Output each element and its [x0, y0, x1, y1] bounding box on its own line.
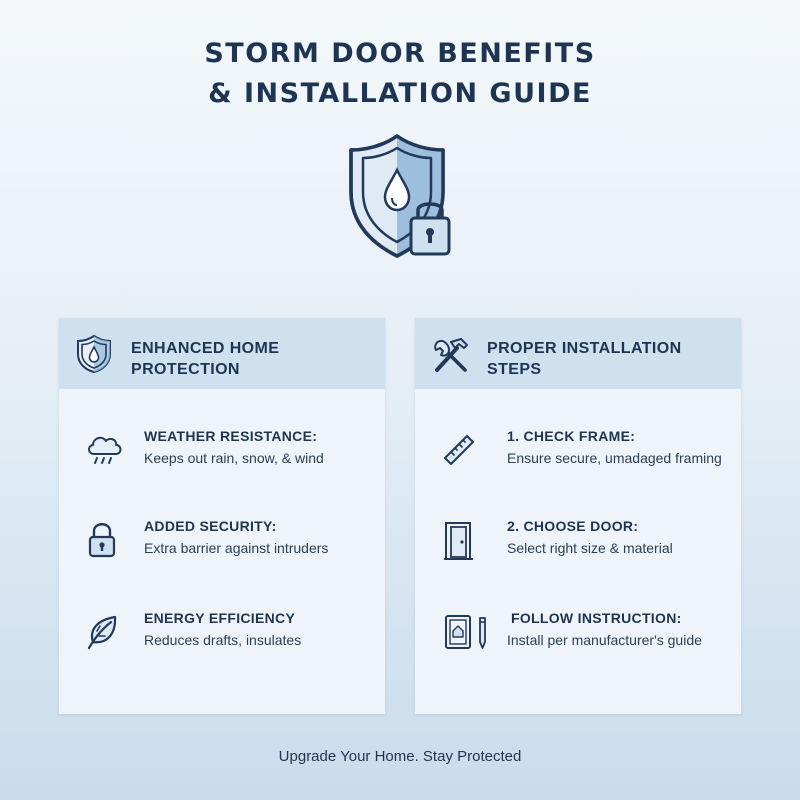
- installation-card: PROPER INSTALLATION STEPS 1. CHECK FRAME…: [415, 318, 741, 714]
- manual-pencil-icon: [443, 612, 493, 650]
- benefits-card: ENHANCED HOME PROTECTION WEATHER RESISTA…: [59, 318, 385, 714]
- installation-heading: PROPER INSTALLATION STEPS: [487, 338, 682, 380]
- benefit-desc: Extra barrier against intruders: [144, 540, 329, 556]
- installation-heading-line-1: PROPER INSTALLATION: [487, 340, 682, 357]
- footer-tagline: Upgrade Your Home. Stay Protected: [278, 748, 522, 765]
- door-icon: [443, 520, 477, 560]
- install-step-title: 1. CHECK FRAME:: [507, 428, 636, 444]
- benefits-heading-line-2: PROTECTION: [131, 361, 240, 378]
- benefit-title: WEATHER RESISTANCE:: [144, 428, 318, 444]
- rain-cloud-icon: [85, 430, 122, 468]
- benefits-card-header: ENHANCED HOME PROTECTION: [59, 318, 385, 389]
- shield-drop-icon: [75, 334, 113, 374]
- installation-heading-line-2: STEPS: [487, 361, 542, 378]
- install-step-desc: Ensure secure, umadaged framing: [507, 450, 722, 466]
- install-step-door: 2. CHOOSE DOOR: Select right size & mate…: [415, 518, 741, 578]
- install-step-desc: Select right size & material: [507, 540, 673, 556]
- padlock-icon: [85, 520, 119, 558]
- installation-card-header: PROPER INSTALLATION STEPS: [415, 318, 741, 389]
- benefit-item-security: ADDED SECURITY: Extra barrier against in…: [59, 518, 385, 578]
- ruler-icon: [441, 430, 475, 468]
- benefit-desc: Reduces drafts, insulates: [144, 632, 302, 648]
- benefit-title: ENERGY EFFICIENCY: [144, 610, 296, 626]
- install-step-title: 2. CHOOSE DOOR:: [507, 518, 639, 534]
- benefits-heading-line-1: ENHANCED HOME: [131, 340, 280, 357]
- benefit-item-weather: WEATHER RESISTANCE: Keeps out rain, snow…: [59, 428, 385, 488]
- benefit-desc: Keeps out rain, snow, & wind: [144, 450, 324, 466]
- install-step-instructions: FOLLOW INSTRUCTION: Install per manufact…: [415, 610, 741, 670]
- title-line-1: STORM DOOR BENEFITS: [204, 38, 596, 69]
- install-step-desc: Install per manufacturer's guide: [507, 632, 702, 648]
- install-step-title: FOLLOW INSTRUCTION:: [511, 610, 682, 626]
- shield-water-lock-icon: [347, 132, 453, 262]
- hammer-wrench-icon: [431, 336, 469, 376]
- install-step-frame: 1. CHECK FRAME: Ensure secure, umadaged …: [415, 428, 741, 488]
- benefit-title: ADDED SECURITY:: [144, 518, 277, 534]
- benefits-heading: ENHANCED HOME PROTECTION: [131, 338, 279, 380]
- leaf-icon: [83, 612, 117, 650]
- page-title: STORM DOOR BENEFITS & INSTALLATION GUIDE: [0, 34, 800, 114]
- benefit-item-energy: ENERGY EFFICIENCY Reduces drafts, insula…: [59, 610, 385, 670]
- title-line-2: & INSTALLATION GUIDE: [208, 78, 592, 109]
